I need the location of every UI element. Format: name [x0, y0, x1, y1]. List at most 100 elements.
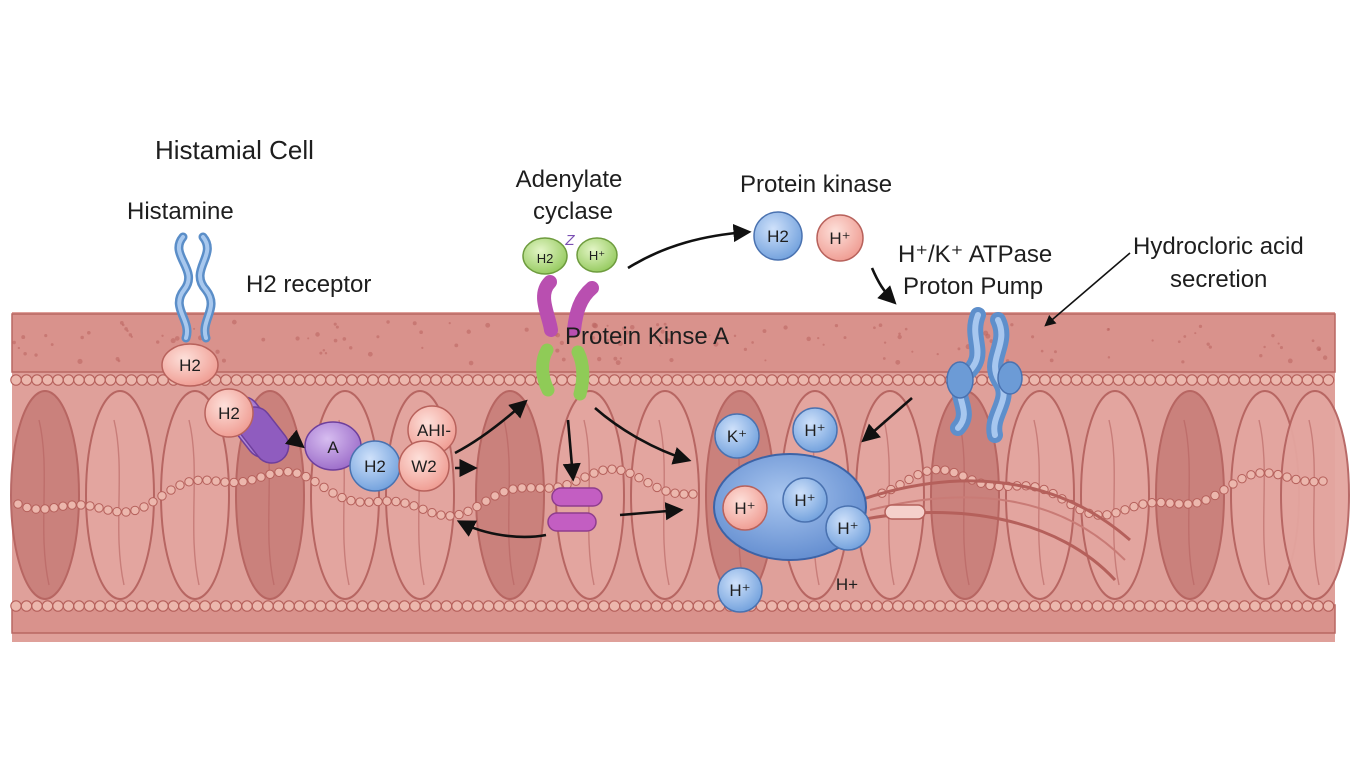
vacuole-hplus-left-label: H⁺ — [734, 499, 755, 518]
bead — [997, 600, 1009, 612]
bead — [1196, 600, 1209, 612]
bead — [902, 600, 915, 612]
chain-bead — [526, 483, 536, 493]
chain-bead — [1228, 479, 1238, 489]
chain-bead — [454, 509, 464, 520]
bead — [881, 600, 894, 612]
membrane-speck — [843, 336, 847, 340]
membrane-speck — [193, 327, 196, 330]
canaliculus-opening — [884, 504, 926, 520]
membrane-speck — [448, 322, 451, 325]
bead — [1060, 600, 1072, 612]
membrane-speck — [957, 347, 961, 351]
bead — [104, 600, 117, 612]
bead — [829, 600, 841, 612]
bead — [262, 374, 274, 386]
membrane-speck — [1054, 350, 1057, 354]
bead — [220, 600, 232, 612]
pump-subunit-left — [946, 361, 974, 399]
membrane-speck — [834, 323, 839, 328]
membrane-speck — [342, 337, 347, 341]
bead — [566, 600, 579, 612]
membrane-speck — [1040, 349, 1044, 353]
membrane-speck — [319, 351, 323, 355]
membrane-speck — [617, 341, 623, 347]
cell-striation — [958, 419, 970, 586]
membrane-speck — [713, 341, 719, 347]
bead — [913, 600, 925, 612]
bead — [1322, 374, 1335, 386]
secretory-vacuole: H⁺ H⁺ H⁺ — [713, 453, 1131, 582]
membrane-speck — [822, 343, 825, 346]
bead — [1301, 374, 1314, 386]
membrane-speck — [333, 338, 338, 343]
arrow-to-pump — [870, 267, 897, 305]
chain-bead — [274, 467, 284, 477]
bead — [671, 600, 684, 612]
vacuole-hplus-left — [722, 485, 768, 531]
cell-column — [10, 390, 80, 600]
bead — [682, 374, 694, 386]
membrane-speck — [124, 327, 128, 331]
chain-bead — [184, 477, 194, 487]
chain-bead — [328, 488, 338, 498]
bead — [1301, 600, 1314, 612]
bead — [902, 374, 915, 386]
cell-column — [1280, 390, 1350, 600]
chain-bead — [571, 476, 581, 486]
bead — [1238, 600, 1251, 612]
membrane-speck — [751, 341, 754, 344]
chain-bead — [1156, 497, 1166, 508]
bead — [10, 600, 22, 612]
bead — [976, 600, 988, 612]
arrow-cyclase-to-pka — [562, 419, 581, 482]
membrane-speck — [733, 334, 737, 338]
membrane-speck — [215, 349, 220, 354]
chain-bead — [40, 504, 50, 514]
bead — [661, 374, 673, 386]
bead — [598, 374, 610, 386]
cytoplasm-ions: K⁺ H⁺ H⁺ H+ — [714, 407, 858, 613]
membrane-speck — [1279, 346, 1284, 350]
membrane-speck — [873, 326, 876, 330]
cell-striation — [1108, 419, 1120, 586]
kinase-h2-label: H2 — [767, 227, 789, 246]
bead — [377, 374, 390, 386]
membrane-speck — [624, 330, 629, 335]
chain-bead — [499, 487, 509, 497]
vacuole-hplus-right — [825, 505, 871, 551]
membrane-speck — [17, 346, 21, 350]
bead — [409, 374, 421, 386]
membrane-speck — [591, 322, 597, 328]
bead — [1249, 600, 1261, 612]
chain-bead — [409, 501, 419, 511]
chain-bead — [472, 501, 482, 512]
pka-capsules — [547, 487, 603, 532]
bead — [1186, 374, 1198, 386]
bead — [104, 374, 117, 386]
bead — [1217, 600, 1230, 612]
membrane-speck — [307, 337, 310, 340]
bead — [1207, 374, 1219, 386]
chain-bead — [643, 478, 653, 488]
membrane-speck — [121, 323, 125, 327]
chain-bead — [1174, 499, 1184, 509]
chain-bead — [301, 471, 311, 482]
membrane-speck — [156, 340, 160, 344]
chain-bead — [49, 503, 59, 513]
receptor-h2-label: H2 — [179, 356, 201, 375]
bead — [1039, 374, 1051, 386]
bead — [1259, 600, 1272, 612]
bead — [619, 600, 631, 612]
cyclase-hplus-node — [576, 237, 618, 273]
bead — [1249, 374, 1261, 386]
chain-bead — [400, 498, 410, 508]
bead — [335, 374, 348, 386]
bead — [157, 600, 169, 612]
bead — [629, 374, 642, 386]
bead — [535, 600, 547, 612]
membrane-speck — [1287, 358, 1293, 364]
adenylate-cyclase: H2 H⁺ Z — [522, 232, 618, 401]
chain-bead — [1219, 485, 1229, 495]
bead — [209, 600, 222, 612]
